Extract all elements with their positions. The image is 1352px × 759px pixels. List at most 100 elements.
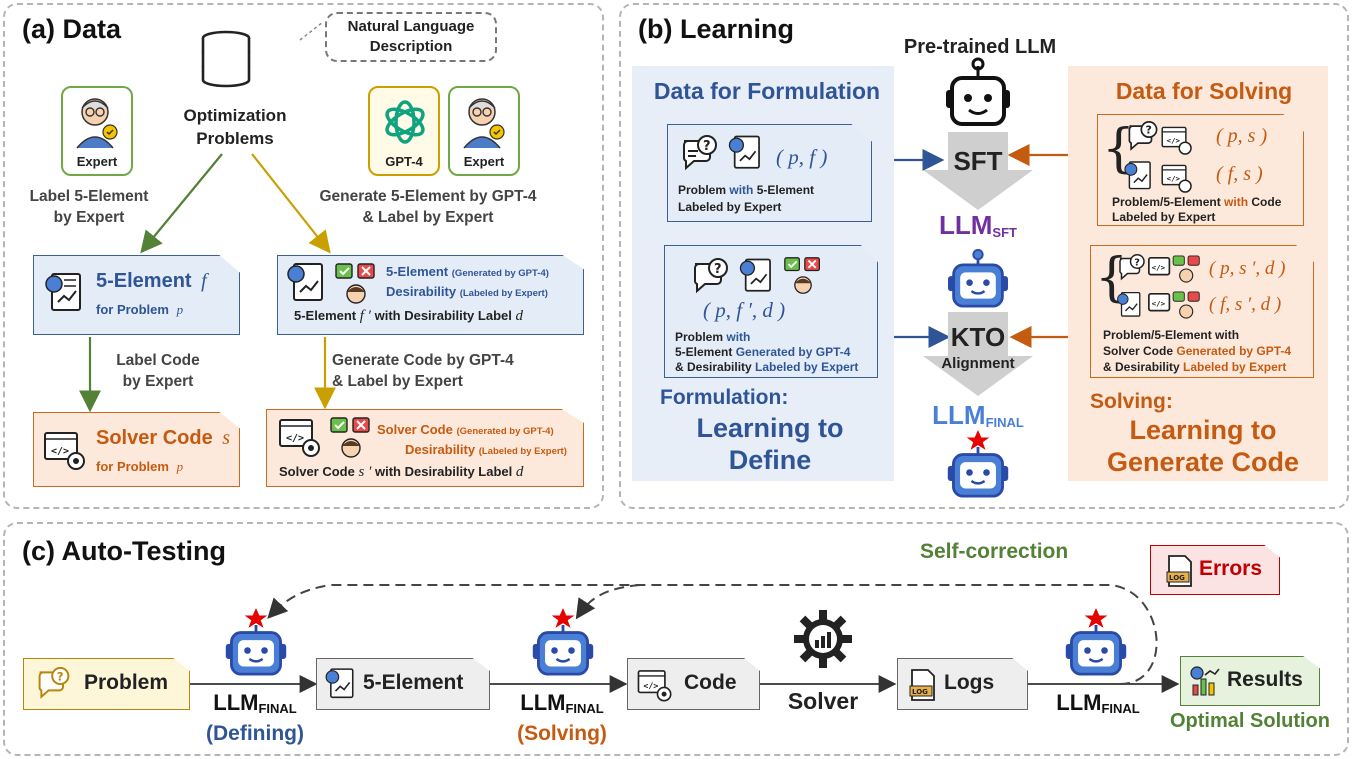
svg-text:?: ? [1134, 257, 1140, 268]
learning-to-define: Learning to Define [696, 413, 844, 475]
solver-label: Solver [787, 688, 859, 714]
label-code-by-expert: Label Code by Expert [116, 352, 200, 390]
check-cross-feedback-icon [330, 417, 370, 458]
expert-badge-text: Expert [76, 154, 118, 169]
report-chart-icon [45, 273, 81, 311]
report-chart-icon [1117, 291, 1141, 317]
robot-icon-sft [948, 248, 1008, 308]
code-gear-icon: </> [1161, 126, 1192, 155]
panel-learning [619, 3, 1349, 509]
card4-math1: ( p, s ′, d ) [1209, 258, 1286, 279]
solving-label: Solving: [1090, 390, 1173, 413]
results-box: Results [1180, 656, 1320, 706]
d-symbol: d [515, 464, 524, 480]
report-chart-icon [287, 263, 323, 301]
label-5element-by-expert: Label 5-Element by Expert [29, 188, 149, 226]
code-check-cross-icon: </> [1148, 291, 1200, 319]
defining-label: (Defining) [206, 722, 304, 745]
optimal-solution-label: Optimal Solution [1170, 710, 1330, 732]
svg-text:</>: </> [1167, 136, 1181, 145]
problem-box: ? Problem [23, 658, 190, 710]
llm-final-defining: LLMFINAL [193, 690, 317, 716]
gen-line3-rest: with Desirability Label [374, 308, 512, 323]
card4-math2: ( f, s ′, d ) [1209, 294, 1282, 315]
card2-desirability: & Desirability [675, 360, 752, 374]
expert-avatar-icon [463, 98, 505, 149]
p-symbol: p [176, 302, 184, 317]
formulation-card-kto: ? ( p, f ′, d ) Problem with 5-Element G… [664, 245, 878, 378]
p-symbol: p [176, 459, 184, 474]
sc-line2-note: (Labeled by Expert) [478, 446, 567, 457]
card1-with: with [729, 183, 754, 197]
panel-c-title: (c) Auto-Testing [22, 536, 226, 566]
svg-text:?: ? [714, 262, 722, 277]
llm-main: LLM [1056, 690, 1102, 715]
log-file-icon: LOG [909, 669, 935, 701]
errors-box: LOG Errors [1150, 545, 1280, 595]
self-correction-label: Self-correction [920, 540, 1069, 563]
self-correction-loop [267, 584, 1158, 685]
chat-question-icon: ? [1128, 121, 1158, 151]
log-tag: LOG [1169, 574, 1185, 582]
database-icon [201, 30, 251, 88]
code-gear-icon: </> [1161, 164, 1192, 193]
card2-labeled: Labeled by Expert [755, 360, 859, 374]
card2-with: with [726, 330, 751, 344]
sc-line1-note: (Generated by GPT-4) [456, 426, 554, 437]
f-symbol: f [201, 270, 207, 292]
chat-question-icon: ? [693, 258, 728, 294]
expert-badge-right: Expert [448, 86, 520, 176]
card2-5element: 5-Element [675, 345, 733, 359]
llm-main: LLM [520, 690, 566, 715]
generated-five-element-card: 5-Element (Generated by GPT-4) Desirabil… [277, 255, 584, 335]
card4-solver-code: Solver Code [1103, 344, 1174, 358]
card4-labeled: Labeled by Expert [1183, 360, 1287, 374]
card3-problem: Problem/5-Element [1112, 195, 1221, 209]
llm-final-checker: LLMFINAL [1036, 690, 1160, 716]
code-gear-icon: </> [637, 670, 672, 702]
robot-icon-pretrained [946, 57, 1010, 126]
svg-text:?: ? [1146, 124, 1152, 137]
generate-5element-label: Generate 5-Element by GPT-4 & Label by E… [319, 188, 537, 226]
nl-description-callout: Natural Language Description [325, 12, 497, 62]
optimization-problems-label: Optimization Problems [183, 106, 287, 148]
sft-down-arrow [923, 132, 1033, 210]
for-problem-label: for Problem [96, 459, 169, 474]
solving-card-kto: { ? </> ( p, s ′, d ) </> ( f, s ′, d ) … [1090, 245, 1314, 378]
panel-b-title: (b) Learning [638, 14, 794, 44]
svg-text:?: ? [57, 670, 64, 684]
results-label: Results [1227, 668, 1303, 691]
check-cross-feedback-icon [784, 257, 820, 294]
logs-box: LOG Logs [897, 658, 1028, 710]
gen-line1-note: (Generated by GPT-4) [451, 268, 549, 279]
svg-text:?: ? [703, 139, 711, 154]
log-tag: LOG [912, 688, 928, 696]
report-chart-icon [325, 668, 354, 699]
llm-final-label: LLMFINAL [908, 400, 1048, 431]
s-symbol: s [222, 427, 231, 449]
gen-line2: Desirability [386, 284, 457, 299]
svg-text:</>: </> [51, 446, 69, 457]
generate-code-label: Generate Code by GPT-4 & Label by Expert [332, 352, 514, 390]
card1-5element: 5-Element [756, 183, 815, 197]
llm-sft-main: LLM [939, 210, 993, 240]
svg-text:</>: </> [286, 433, 304, 444]
report-chart-icon [728, 135, 760, 169]
gpt4-badge-text: GPT-4 [385, 154, 423, 169]
chat-question-icon: ? [682, 135, 717, 171]
formulation-card-sft: ? ( p, f ) Problem with 5-Element Labele… [667, 124, 872, 222]
sc-line3: Solver Code [279, 464, 355, 479]
generated-solver-code-card: </> Solver Code (Generated by GPT-4) Des… [266, 409, 584, 487]
card2-problem: Problem [675, 330, 724, 344]
results-chart-icon [1190, 666, 1220, 696]
learning-to-generate-code: Learning to Generate Code [1106, 415, 1300, 477]
problem-label: Problem [84, 671, 169, 694]
llm-sub: FINAL [565, 701, 604, 716]
llm-final-main: LLM [932, 400, 986, 430]
sc-line3-rest: with Desirability Label [374, 464, 513, 479]
llm-sft-sub: SFT [992, 225, 1017, 240]
card3-code: Code [1251, 195, 1282, 209]
solving-card-sft: { ? </> ( p, s ) </> ( f, s ) Problem/5-… [1097, 114, 1304, 226]
five-element-box: 5-Element [316, 658, 490, 710]
card2-math: ( p, f ′, d ) [703, 298, 786, 322]
